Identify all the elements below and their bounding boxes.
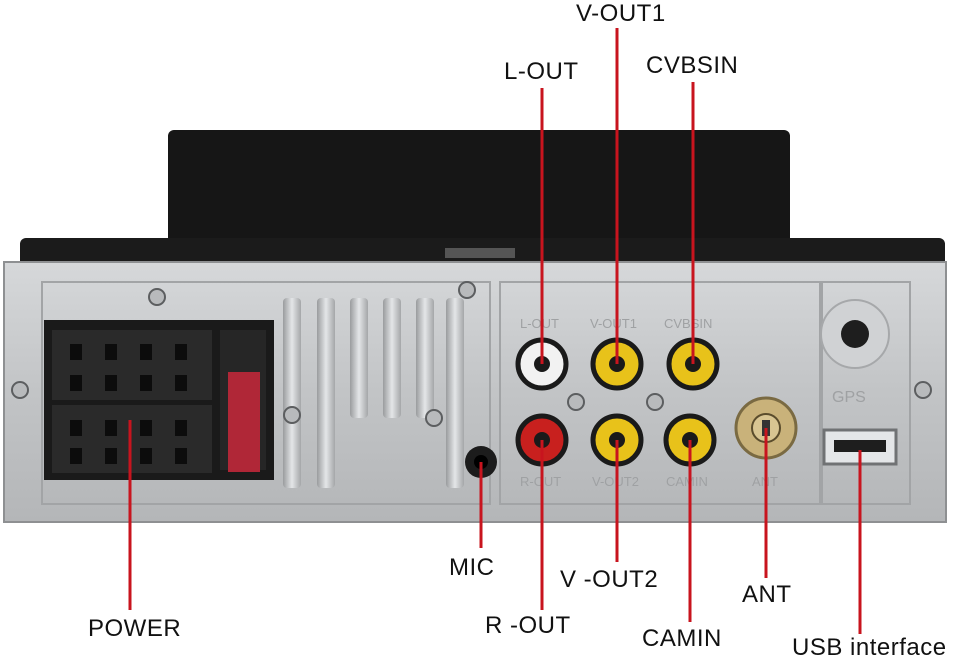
- fuse-icon: [228, 372, 260, 472]
- screw-icons: [11, 281, 932, 427]
- engraved-l-out: L-OUT: [520, 316, 559, 331]
- callout-camin: CAMIN: [642, 625, 722, 652]
- callout-l-out: L-OUT: [504, 58, 579, 85]
- callout-r-out: R -OUT: [485, 612, 571, 639]
- gps-jack-icon: [841, 320, 869, 348]
- engraved-cvbsin: CVBSIN: [664, 316, 712, 331]
- iso-power-connector: [44, 320, 274, 480]
- engraved-camin: CAMIN: [666, 474, 708, 489]
- callout-v-out1: V-OUT1: [576, 0, 666, 27]
- unit-housing: [20, 130, 945, 278]
- callout-power: POWER: [88, 615, 182, 642]
- callout-cvbsin: CVBSIN: [646, 52, 739, 79]
- callout-mic: MIC: [449, 554, 495, 581]
- vent-slots: [283, 298, 464, 488]
- engraved-v-out1: V-OUT1: [590, 316, 637, 331]
- callout-usb: USB interface: [792, 634, 947, 661]
- leader-lines: [128, 28, 862, 634]
- panel-engravings: L-OUT V-OUT1 CVBSIN R-OUT V-OUT2 CAMIN A…: [520, 316, 866, 489]
- callout-v-out2: V -OUT2: [560, 566, 659, 593]
- engraved-v-out2: V-OUT2: [592, 474, 639, 489]
- engraved-gps: GPS: [832, 389, 866, 406]
- callout-ant: ANT: [742, 581, 792, 608]
